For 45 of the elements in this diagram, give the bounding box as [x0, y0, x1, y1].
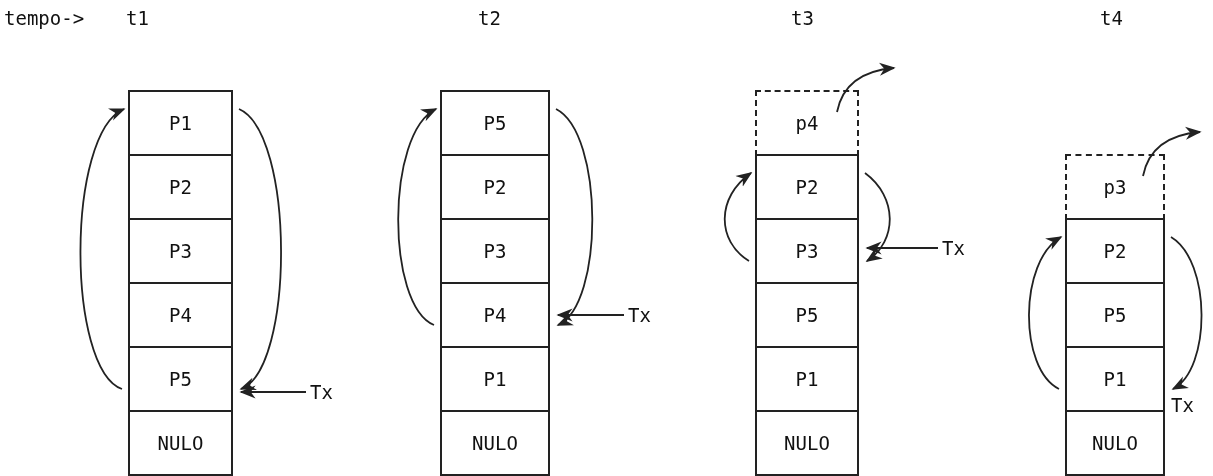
curved-arrow	[397, 108, 438, 326]
curved-arrow	[79, 108, 126, 390]
stack-cell: P5	[755, 282, 859, 348]
time-label: t4	[1100, 6, 1123, 30]
stack-cell: P4	[440, 282, 550, 348]
stack-cell: P2	[440, 154, 550, 220]
stack-cell: P1	[1065, 346, 1165, 412]
stack-cell: P1	[128, 90, 233, 156]
pointer-arrow	[239, 385, 307, 399]
curved-arrow	[864, 172, 891, 262]
pointer-label: Tx	[942, 236, 965, 260]
stack-cell: NULO	[1065, 410, 1165, 476]
curved-arrow	[238, 108, 282, 390]
axis-label: tempo->	[4, 6, 85, 30]
stack-cell: P5	[1065, 282, 1165, 348]
curved-arrow	[836, 63, 896, 113]
time-label: t1	[126, 6, 149, 30]
stack-cell: P1	[440, 346, 550, 412]
pointer-label: Tx	[310, 380, 333, 404]
stack-cell: p3	[1065, 154, 1165, 220]
stack-cell: P2	[1065, 218, 1165, 284]
stack-cell: P5	[440, 90, 550, 156]
time-label: t3	[791, 6, 814, 30]
time-label: t2	[478, 6, 501, 30]
stack-cell: NULO	[755, 410, 859, 476]
curved-arrow	[1028, 236, 1063, 390]
stack-cell: P4	[128, 282, 233, 348]
stack-cell: P1	[755, 346, 859, 412]
stack-cell: p4	[755, 90, 859, 156]
pointer-label: Tx	[1171, 393, 1194, 417]
curved-arrow	[723, 172, 753, 262]
curved-arrow	[1142, 127, 1202, 177]
stack-cell: P3	[128, 218, 233, 284]
stack-cell: NULO	[128, 410, 233, 476]
stack-cell: P5	[128, 346, 233, 412]
stack-cell: P2	[128, 154, 233, 220]
stack-cell: NULO	[440, 410, 550, 476]
pointer-arrow	[556, 308, 625, 322]
stack-cell: P2	[755, 154, 859, 220]
stack-cell: P3	[755, 218, 859, 284]
curved-arrow	[555, 108, 594, 326]
pointer-arrow	[865, 241, 939, 255]
stack-cell: P3	[440, 218, 550, 284]
curved-arrow	[1170, 236, 1203, 390]
pointer-label: Tx	[628, 303, 651, 327]
